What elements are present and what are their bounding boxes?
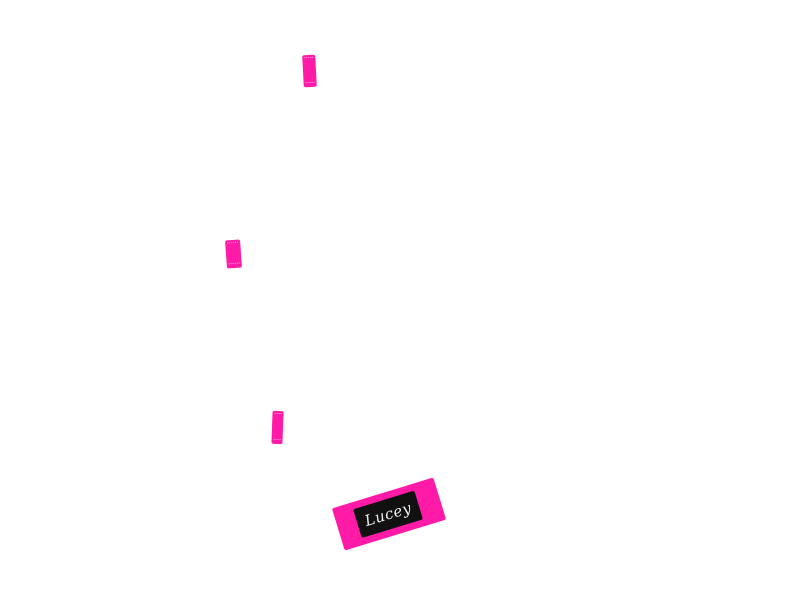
pink-ribbon-piece [271, 410, 284, 445]
pink-ribbon-with-label: Lucey [331, 477, 447, 551]
pink-ribbon-piece [302, 54, 317, 88]
brand-label: Lucey [353, 490, 424, 538]
brand-logo-text: Lucey [362, 498, 414, 530]
pink-ribbon-piece [225, 239, 242, 269]
